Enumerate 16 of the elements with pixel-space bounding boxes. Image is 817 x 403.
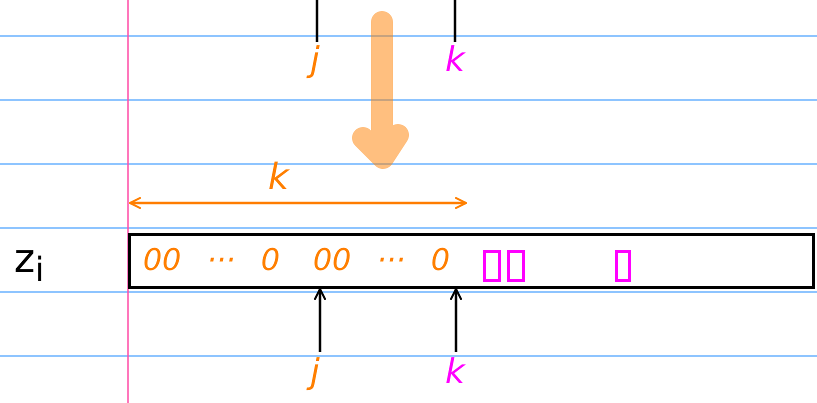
index-label: j	[300, 352, 330, 392]
tick-line	[316, 0, 318, 42]
index-label: k	[440, 352, 470, 392]
index-label: k	[440, 40, 470, 80]
tick-line	[454, 0, 456, 42]
arrow	[314, 288, 326, 352]
index-label: j	[300, 40, 330, 80]
variable-label: z$_{i}$	[14, 239, 44, 286]
dimension-label: k	[268, 160, 289, 196]
bit-square	[507, 250, 525, 282]
arrow	[450, 288, 462, 352]
bit-square	[483, 250, 501, 282]
bit-square	[615, 250, 631, 282]
bit-sequence: 00 ··· 0	[143, 246, 280, 276]
bit-array-box	[128, 233, 815, 289]
bit-sequence: 00 ··· 0	[313, 246, 450, 276]
